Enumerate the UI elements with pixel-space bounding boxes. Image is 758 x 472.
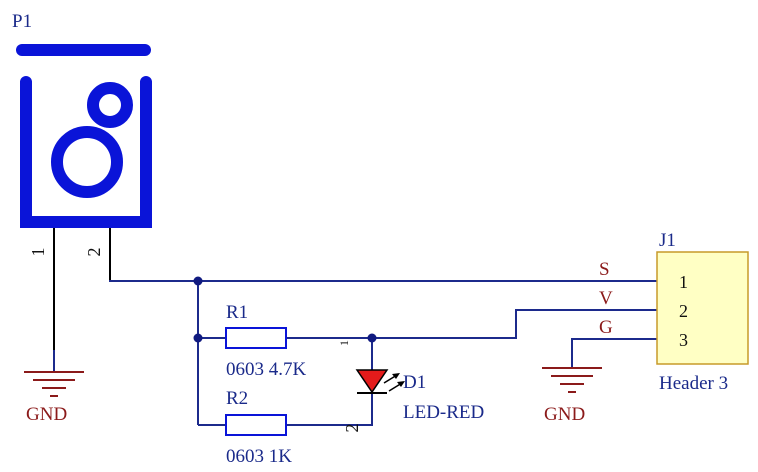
p1-pin2-number: 2 [84,248,104,257]
p1-symbol[interactable] [16,44,152,350]
net-label-s: S [599,259,610,280]
p1-body [20,76,152,228]
wire-g-net [571,338,657,368]
wires [109,280,657,426]
d1-pin1-number: 1 [337,340,351,346]
p1-large-circle-icon [51,126,123,198]
wire-v-net [372,309,657,339]
j1-designator: J1 [659,230,676,251]
led-arrowhead-1-icon [392,373,400,379]
junction-dot-r1r2 [193,333,203,343]
junction-dot-s [193,276,203,286]
d1-value: LED-RED [403,402,484,423]
led-triangle-icon [355,369,389,394]
gnd-right-label: GND [544,404,585,425]
r2-designator: R2 [226,388,248,409]
r1-designator: R1 [226,302,248,323]
p1-designator: P1 [12,11,32,32]
wire-s-net [109,280,657,282]
p1-pin1-number: 1 [28,248,48,257]
net-label-v: V [599,288,613,309]
r1-value: 0603 4.7K [226,359,307,380]
j1-header-body[interactable] [656,251,749,365]
r1-body[interactable] [225,327,287,349]
d1-pin2-number: 2 [342,424,362,433]
gnd-left-symbol [24,350,84,397]
junction-dot-v [367,333,377,343]
p1-small-circle-icon [87,82,133,128]
d1-designator: D1 [403,372,426,393]
j1-value: Header 3 [659,373,728,394]
r2-value: 0603 1K [226,446,292,467]
j1-pin1-number: 1 [679,272,688,292]
wire-led-to-r2 [286,392,373,426]
d1-led-symbol[interactable] [355,369,405,394]
j1-pin2-number: 2 [679,301,688,321]
net-label-g: G [599,317,613,338]
r2-body[interactable] [225,414,287,436]
j1-pin3-number: 3 [679,330,688,350]
gnd-left-label: GND [26,404,67,425]
led-arrowhead-2-icon [397,381,405,387]
gnd-right-symbol [542,367,602,393]
